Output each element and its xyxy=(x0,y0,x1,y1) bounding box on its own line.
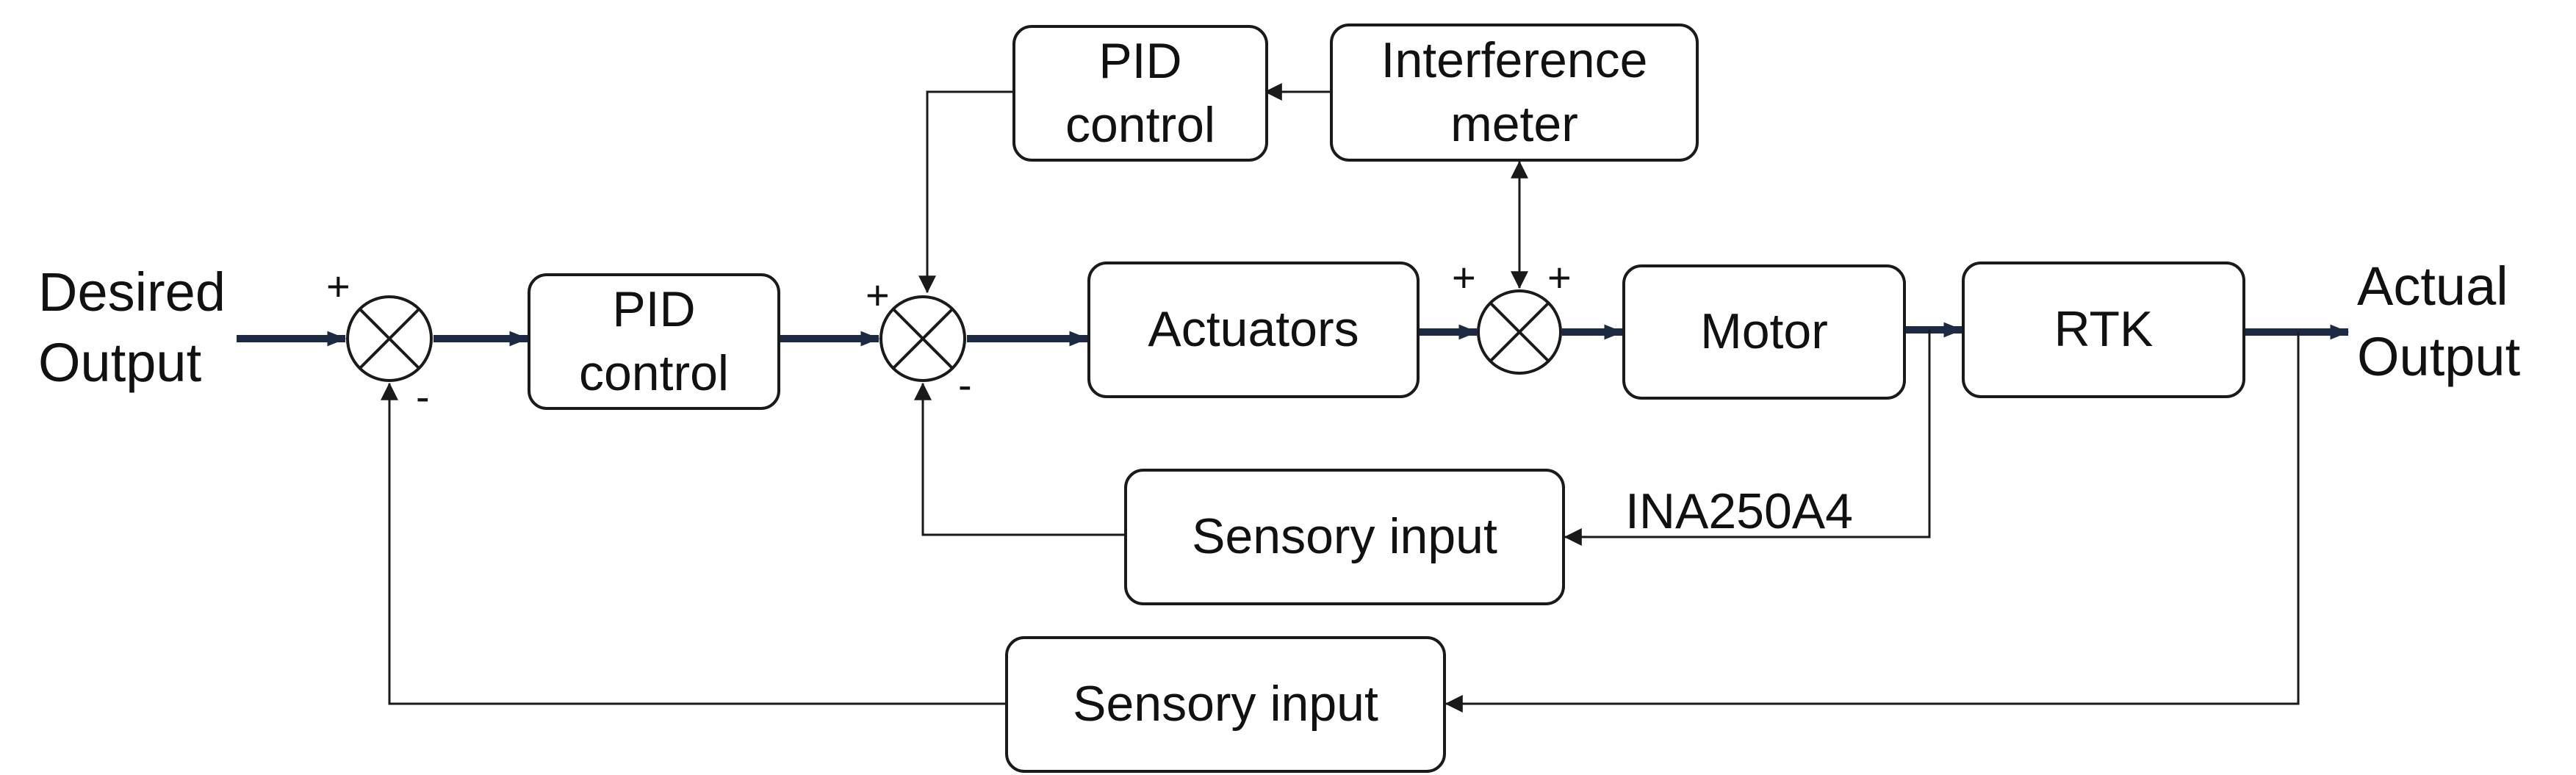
ina250a4-label: INA250A4 xyxy=(1625,483,1853,539)
sum2-plus-sign: + xyxy=(866,272,890,318)
sensory-input-outer-block: Sensory input xyxy=(1005,636,1446,773)
sensory-inner-label: Sensory input xyxy=(1192,508,1497,565)
sum2-minus-sign: - xyxy=(958,361,972,408)
pid-top-line2: control xyxy=(1065,97,1216,153)
sensory-input-inner-block: Sensory input xyxy=(1124,469,1565,605)
interference-line2: meter xyxy=(1450,96,1578,152)
sum3-plus-left-sign: + xyxy=(1452,254,1476,300)
interference-line1: Interference xyxy=(1381,32,1648,88)
summing-junction-1 xyxy=(346,295,433,382)
pid-main-line1: PID xyxy=(612,281,696,337)
actuators-block: Actuators xyxy=(1087,262,1420,398)
forward-path xyxy=(237,322,2350,347)
arrow-motor-to-sensory-inner xyxy=(1564,330,1931,546)
summing-junction-2 xyxy=(879,295,966,382)
rtk-label: RTK xyxy=(2054,301,2154,358)
summing-junction-3 xyxy=(1477,289,1562,375)
actual-line1: Actual xyxy=(2357,256,2508,317)
arrow-sensory-inner-to-sum2 xyxy=(914,382,1124,536)
arrow-sensory-outer-to-sum1 xyxy=(381,382,1005,705)
motor-label: Motor xyxy=(1700,303,1828,360)
interference-meter-block: Interference meter xyxy=(1330,24,1699,162)
sum3-plus-right-sign: + xyxy=(1547,254,1572,300)
desired-line2: Output xyxy=(38,332,202,394)
feedback-paths xyxy=(381,83,2300,713)
arrow-output-to-sensory-outer xyxy=(1444,332,2300,713)
pid-main-line2: control xyxy=(578,345,730,401)
desired-output-label: Desired Output xyxy=(38,257,226,398)
desired-line1: Desired xyxy=(38,262,226,322)
sum1-plus-sign: + xyxy=(326,263,350,309)
pid-top-line1: PID xyxy=(1098,32,1182,89)
actual-line2: Output xyxy=(2357,326,2521,388)
rtk-block: RTK xyxy=(1962,262,2245,398)
actuators-label: Actuators xyxy=(1148,301,1359,358)
pid-control-top-block: PID control xyxy=(1012,25,1268,162)
motor-block: Motor xyxy=(1622,264,1906,400)
pid-control-main-block: PID control xyxy=(528,273,780,410)
sum1-minus-sign: - xyxy=(416,373,430,419)
arrow-pid-top-to-sum2 xyxy=(918,90,1012,294)
actual-output-label: Actual Output xyxy=(2357,251,2520,392)
sensory-outer-label: Sensory input xyxy=(1073,676,1378,732)
